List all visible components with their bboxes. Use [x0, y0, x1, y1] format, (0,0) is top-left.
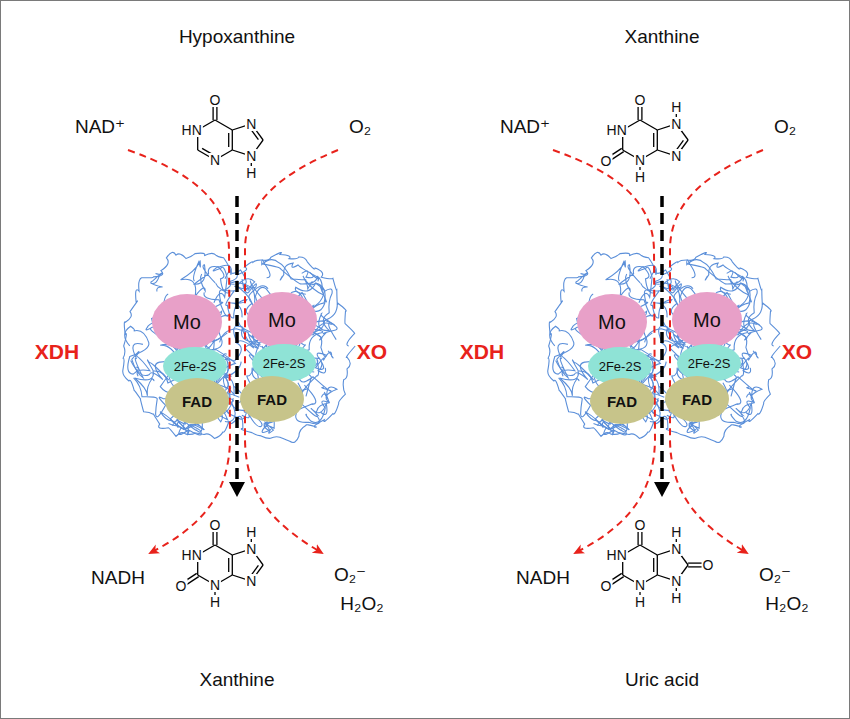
atom-label: N: [670, 574, 682, 588]
atom-label: HN: [181, 548, 203, 562]
atom-label: O: [634, 93, 647, 107]
atom-label: N: [209, 578, 221, 592]
atom-label: O: [209, 518, 222, 532]
chemical-bond: [640, 545, 657, 555]
atom-label: N: [245, 117, 257, 131]
molybdenum-center: Mo: [152, 294, 222, 350]
atom-label: HN: [606, 123, 628, 137]
atom-label: H: [670, 591, 682, 605]
ros-label: H₂O₂: [765, 594, 808, 614]
cofactor-label: FAD: [682, 392, 712, 407]
chemical-bond: [657, 130, 658, 150]
enzyme-form-label: XO: [357, 341, 387, 363]
atom-label: N: [245, 149, 257, 163]
chemical-bond: [640, 120, 657, 130]
atom-label: O: [634, 518, 647, 532]
fad-center: FAD: [665, 376, 729, 422]
fad-center: FAD: [240, 376, 304, 422]
cofactor-label: NAD⁺: [500, 117, 550, 137]
atom-label: N: [245, 542, 257, 556]
atom-label: N: [245, 574, 257, 588]
cofactor-label: 2Fe-2S: [599, 360, 642, 373]
molybdenum-center: Mo: [247, 292, 317, 348]
chemical-bond: [657, 555, 658, 575]
cofactor-label: 2Fe-2S: [688, 357, 731, 370]
product-label: NADH: [516, 568, 570, 588]
atom-label: O: [209, 93, 222, 107]
atom-label: H: [209, 595, 221, 609]
atom-label: H: [634, 170, 646, 184]
enzyme-form-label: XDH: [460, 341, 504, 363]
cofactor-label: 2Fe-2S: [174, 360, 217, 373]
cofactor-label: FAD: [257, 392, 287, 407]
cofactor-label: Mo: [693, 310, 721, 330]
ros-label: O₂⁻: [759, 565, 791, 585]
atom-label: H: [245, 166, 257, 180]
panel-left: [123, 150, 355, 553]
oxygen-label: O₂: [774, 117, 796, 137]
chemical-bond: [228, 133, 229, 147]
cofactor-label: FAD: [182, 394, 212, 409]
fad-center: FAD: [590, 378, 654, 424]
cofactor-label: Mo: [598, 312, 626, 332]
chemical-bond: [232, 555, 233, 575]
fad-center: FAD: [165, 378, 229, 424]
chemical-bond: [215, 545, 232, 555]
chemical-bond: [215, 120, 232, 130]
cofactor-label: Mo: [173, 312, 201, 332]
chemical-structures: [180, 100, 708, 602]
cofactor-label: FAD: [607, 394, 637, 409]
cofactor-label: 2Fe-2S: [263, 357, 306, 370]
atom-label: N: [634, 153, 646, 167]
atom-label: N: [670, 542, 682, 556]
atom-label: O: [600, 579, 613, 593]
atom-label: O: [702, 558, 715, 572]
molybdenum-center: Mo: [672, 292, 742, 348]
atom-label: O: [175, 579, 188, 593]
atom-label: H: [670, 100, 682, 114]
chemical-bond: [653, 558, 654, 572]
chemical-bond: [653, 133, 654, 147]
chemical-bond: [228, 558, 229, 572]
atom-label: N: [634, 578, 646, 592]
product-label: NADH: [91, 568, 145, 588]
ros-label: O₂⁻: [334, 565, 366, 585]
atom-label: N: [670, 117, 682, 131]
oxygen-label: O₂: [349, 117, 371, 137]
atom-label: HN: [606, 548, 628, 562]
molybdenum-center: Mo: [577, 294, 647, 350]
cofactor-label: NAD⁺: [75, 117, 125, 137]
ros-label: H₂O₂: [340, 594, 383, 614]
substrate-name: Hypoxanthine: [179, 27, 295, 47]
enzyme-form-label: XDH: [35, 341, 79, 363]
chemical-bond: [232, 130, 233, 150]
substrate-name: Xanthine: [624, 27, 699, 47]
atom-label: HN: [181, 123, 203, 137]
cofactor-label: Mo: [268, 310, 296, 330]
enzyme-form-label: XO: [782, 341, 812, 363]
atom-label: N: [209, 153, 221, 167]
product-name: Xanthine: [199, 670, 274, 690]
product-name: Uric acid: [625, 670, 699, 690]
panel-right: [548, 150, 780, 553]
atom-label: H: [634, 595, 646, 609]
atom-label: O: [600, 154, 613, 168]
atom-label: H: [245, 525, 257, 539]
atom-label: N: [670, 149, 682, 163]
atom-label: H: [670, 525, 682, 539]
